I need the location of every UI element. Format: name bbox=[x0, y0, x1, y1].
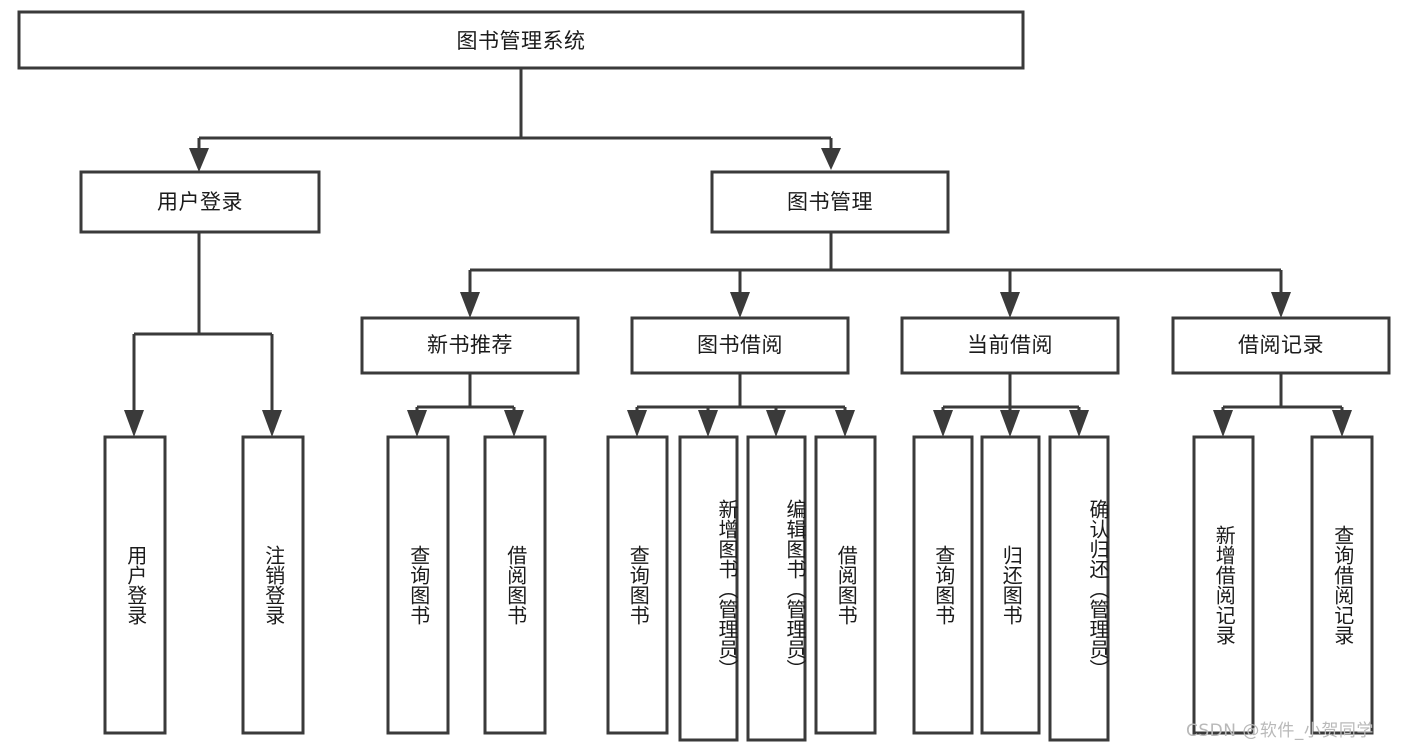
connector-group-root bbox=[189, 68, 841, 172]
node-book-borrow[interactable]: 图书借阅 bbox=[630, 316, 850, 375]
arrow-head-to-borrow-record bbox=[1271, 292, 1291, 318]
leaf-box-user-login-1[interactable] bbox=[103, 435, 167, 735]
node-new-book-recommend-box[interactable] bbox=[360, 316, 580, 375]
node-book-borrow-label: 图书借阅 bbox=[697, 333, 783, 357]
leaf-box-bb-3[interactable] bbox=[746, 435, 807, 742]
node-new-book-recommend[interactable]: 新书推荐 bbox=[360, 316, 580, 375]
arrow-head-leaf-br-2 bbox=[1332, 410, 1352, 437]
leaf-box-cb-3[interactable] bbox=[1048, 435, 1110, 742]
arrow-head-leaf-br-1 bbox=[1213, 410, 1233, 437]
node-new-book-recommend-label: 新书推荐 bbox=[427, 333, 513, 357]
arrow-head-leaf-cb-3 bbox=[1069, 410, 1089, 437]
leaf-box-bb-2[interactable] bbox=[678, 435, 739, 742]
arrow-head-leaf-cb-2 bbox=[1000, 410, 1020, 437]
arrow-head-leaf-nbr-1 bbox=[407, 410, 427, 437]
node-user-login-label: 用户登录 bbox=[157, 190, 243, 214]
node-user-login-box[interactable] bbox=[79, 170, 321, 234]
leaf-box-bb-1[interactable] bbox=[606, 435, 669, 735]
leaf-box-user-login-2[interactable] bbox=[241, 435, 305, 735]
node-borrow-record-box[interactable] bbox=[1171, 316, 1391, 375]
connector-group-new-book-recommend bbox=[407, 373, 524, 437]
arrow-head-leaf-nbr-2 bbox=[504, 410, 524, 437]
node-borrow-record-label: 借阅记录 bbox=[1238, 333, 1324, 357]
arrow-head-leaf-bb-4 bbox=[835, 410, 855, 437]
leaf-box-bb-4[interactable] bbox=[814, 435, 877, 735]
leaf-box-br-1[interactable] bbox=[1192, 435, 1255, 735]
arrow-head-leaf-bb-2 bbox=[698, 410, 718, 437]
node-current-borrow-label: 当前借阅 bbox=[967, 333, 1053, 357]
leaf-box-nbr-2[interactable] bbox=[483, 435, 547, 735]
connector-group-borrow-record bbox=[1213, 373, 1352, 437]
arrow-head-to-book-manage bbox=[821, 148, 841, 170]
watermark: CSDN @软件_小贺同学 bbox=[1186, 721, 1374, 741]
arrow-head-to-user-login bbox=[189, 148, 209, 172]
node-current-borrow-box[interactable] bbox=[900, 316, 1120, 375]
connector-group-current-borrow bbox=[933, 373, 1089, 437]
node-borrow-record[interactable]: 借阅记录 bbox=[1171, 316, 1391, 375]
leaf-box-nbr-1[interactable] bbox=[386, 435, 450, 735]
connector-group-book-manage bbox=[460, 232, 1291, 318]
arrow-head-leaf-user-2 bbox=[262, 410, 282, 437]
arrow-head-leaf-bb-1 bbox=[627, 410, 647, 437]
node-book-borrow-box[interactable] bbox=[630, 316, 850, 375]
leaf-box-br-2[interactable] bbox=[1310, 435, 1374, 735]
arrow-head-to-new-book bbox=[460, 292, 480, 318]
arrow-head-to-current-borrow bbox=[1000, 292, 1020, 318]
node-root[interactable]: 图书管理系统 bbox=[17, 10, 1025, 70]
node-user-login[interactable]: 用户登录 bbox=[79, 170, 321, 234]
leaf-box-cb-2[interactable] bbox=[980, 435, 1041, 735]
node-root-box[interactable] bbox=[17, 10, 1025, 70]
arrow-head-leaf-bb-3 bbox=[766, 410, 786, 437]
node-book-manage-box[interactable] bbox=[710, 170, 950, 234]
node-book-manage[interactable]: 图书管理 bbox=[710, 170, 950, 234]
leaf-box-cb-1[interactable] bbox=[912, 435, 974, 735]
arrow-head-leaf-cb-1 bbox=[933, 410, 953, 437]
node-current-borrow[interactable]: 当前借阅 bbox=[900, 316, 1120, 375]
node-book-manage-label: 图书管理 bbox=[787, 190, 873, 214]
arrow-head-leaf-user-1 bbox=[124, 410, 144, 437]
node-root-label: 图书管理系统 bbox=[457, 29, 586, 53]
connector-group-user-login bbox=[124, 232, 282, 437]
connector-group-book-borrow bbox=[627, 373, 855, 437]
arrow-head-to-book-borrow bbox=[730, 292, 750, 318]
